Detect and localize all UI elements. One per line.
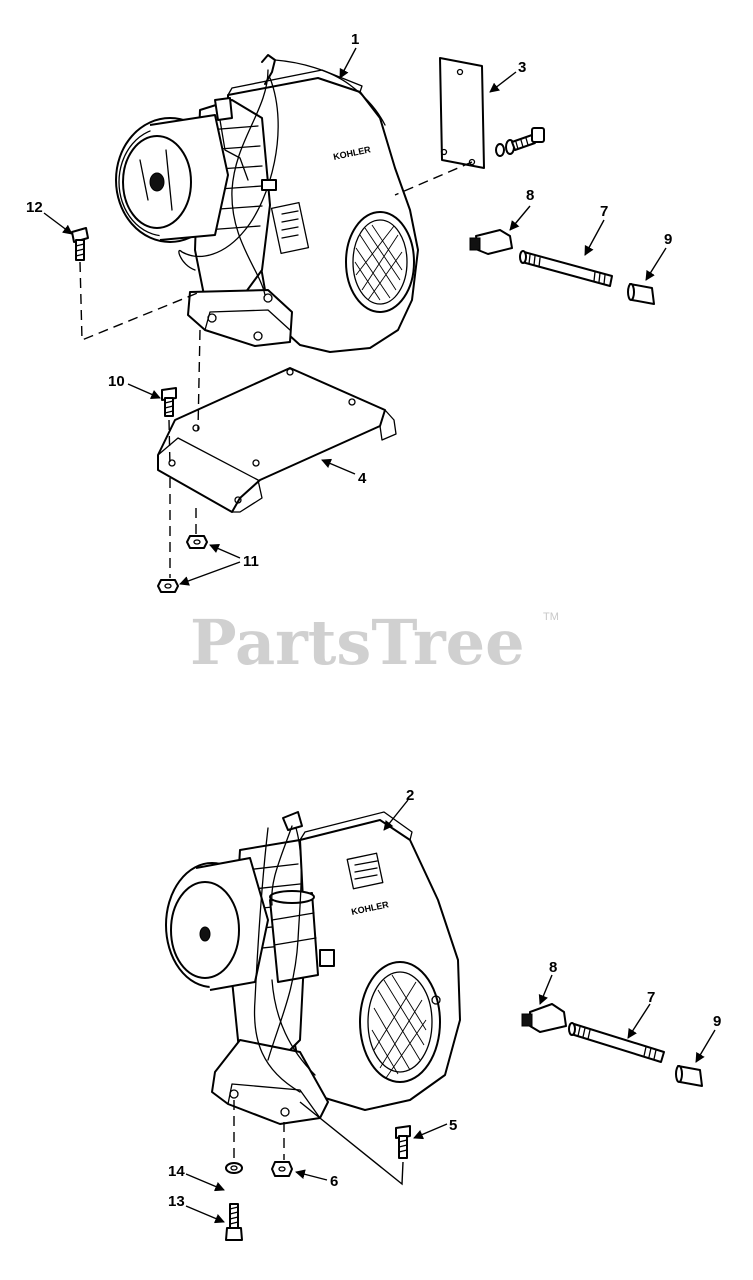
callout-9-bottom: 9 xyxy=(713,1013,721,1030)
bolt-13 xyxy=(225,1203,243,1241)
callout-9-top: 9 xyxy=(664,231,672,248)
bolt-10 xyxy=(161,387,177,469)
callout-12: 12 xyxy=(26,199,43,216)
pipe-nipple-top xyxy=(519,250,613,287)
pipe-cap-top xyxy=(627,283,655,305)
elbow-fitting-bottom xyxy=(521,1003,567,1033)
callout-10: 10 xyxy=(108,373,125,390)
callout-3: 3 xyxy=(518,59,526,76)
elbow-fitting-top xyxy=(469,229,513,255)
base-plate xyxy=(157,329,397,513)
callout-7-top: 7 xyxy=(600,203,608,220)
callout-14: 14 xyxy=(168,1163,185,1180)
lock-nuts-11 xyxy=(157,478,208,593)
callout-5: 5 xyxy=(449,1117,457,1134)
engine-assembly-bottom: KOHLER xyxy=(165,811,461,1125)
pipe-nipple-bottom xyxy=(568,1022,665,1063)
callout-6: 6 xyxy=(330,1173,338,1190)
plate-screw xyxy=(495,127,545,157)
watermark-trademark: TM xyxy=(543,611,559,623)
watermark-text: PartsTree xyxy=(190,606,525,679)
callout-1: 1 xyxy=(351,31,359,48)
callout-labels: 1 3 4 8 7 9 10 11 12 2 5 6 8 7 9 14 13 xyxy=(26,31,721,1210)
callout-8-top: 8 xyxy=(526,187,534,204)
callout-8-bottom: 8 xyxy=(549,959,557,976)
callout-7-bottom: 7 xyxy=(647,989,655,1006)
nut-6 xyxy=(271,1122,293,1177)
callout-leaders xyxy=(43,47,716,1224)
callout-4: 4 xyxy=(358,470,367,487)
callout-13: 13 xyxy=(168,1193,185,1210)
blank-plate xyxy=(394,57,485,196)
bolt-12 xyxy=(71,227,201,342)
washer-14 xyxy=(225,1100,243,1174)
callout-2: 2 xyxy=(406,787,414,804)
engine-assembly-top: KOHLER xyxy=(115,54,419,353)
callout-11: 11 xyxy=(243,553,259,570)
bolt-5 xyxy=(299,1101,411,1186)
pipe-cap-bottom xyxy=(675,1065,703,1087)
